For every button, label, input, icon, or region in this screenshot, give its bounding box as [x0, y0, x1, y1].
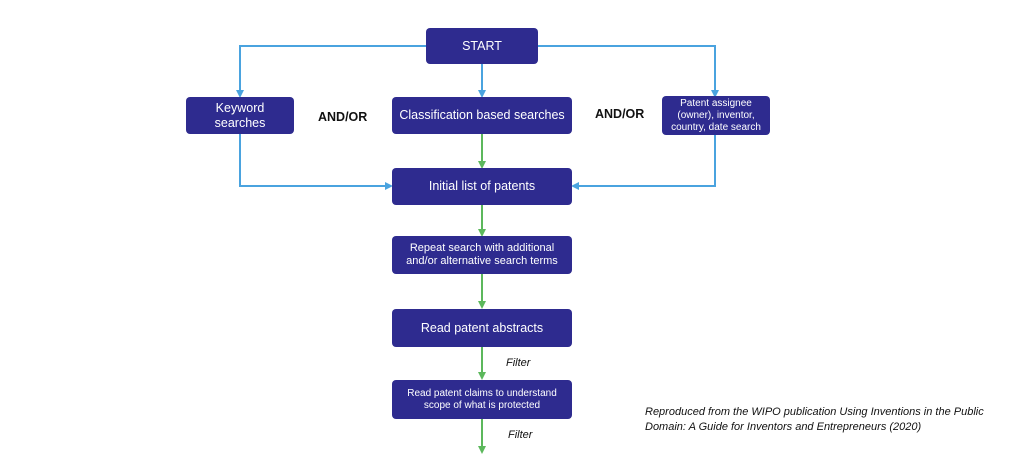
node-classification-searches: Classification based searches: [392, 97, 572, 134]
node-classification-label: Classification based searches: [399, 108, 565, 122]
node-abstracts-label: Read patent abstracts: [420, 320, 544, 335]
node-read-claims: Read patent claims to understand scope o…: [392, 380, 572, 419]
arrow-start-to-keyword: [236, 45, 426, 98]
filter-label-1: Filter: [506, 357, 531, 369]
filter-label-2: Filter: [508, 429, 533, 441]
node-keyword-label: Keyword searches: [214, 100, 266, 130]
node-repeat-label: Repeat search with additional and/or alt…: [406, 242, 558, 267]
node-start-label: START: [462, 38, 502, 53]
node-read-abstracts: Read patent abstracts: [392, 309, 572, 347]
citation-text: Reproduced from the WIPO publication Usi…: [645, 406, 984, 433]
arrow-keyword-to-initial: [239, 134, 393, 190]
node-repeat-search: Repeat search with additional and/or alt…: [392, 236, 572, 274]
arrow-assignee-to-initial: [571, 134, 716, 190]
node-keyword-searches: Keyword searches: [186, 97, 294, 134]
node-initial-list: Initial list of patents: [392, 168, 572, 205]
node-claims-label: Read patent claims to understand scope o…: [407, 387, 557, 411]
node-initial-list-label: Initial list of patents: [428, 179, 536, 193]
andor-right-label: AND/OR: [595, 107, 645, 121]
node-assignee-label: Patent assignee (owner), inventor, count…: [671, 97, 761, 133]
arrow-start-to-assignee: [538, 45, 719, 98]
andor-left-label: AND/OR: [318, 110, 368, 124]
node-assignee-search: Patent assignee (owner), inventor, count…: [662, 96, 770, 135]
node-start: START: [426, 28, 538, 64]
